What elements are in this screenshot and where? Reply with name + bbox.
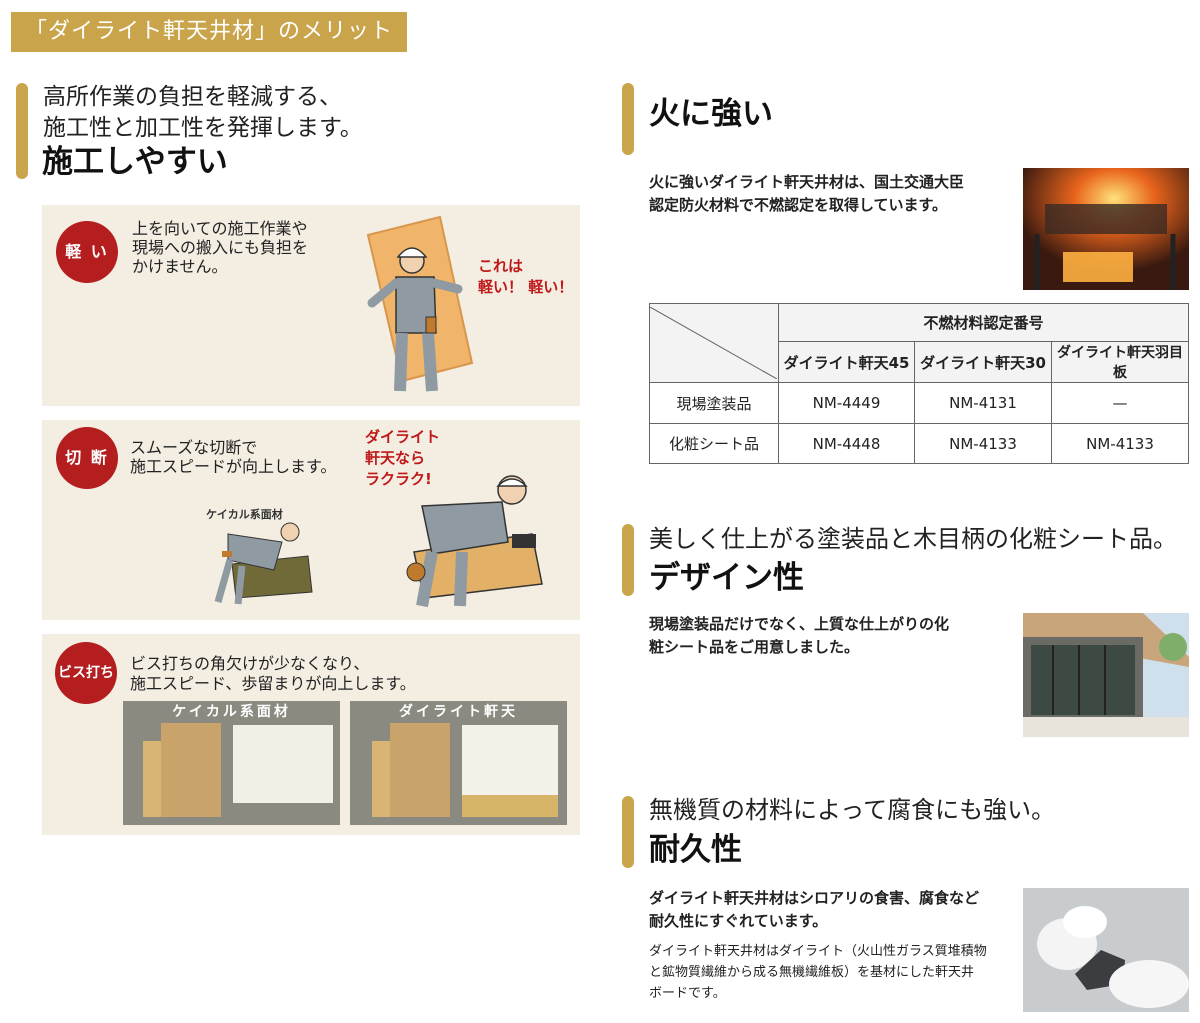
panel-cutting-callout-2: 軒天なら: [365, 449, 426, 467]
design-text-1: 現場塗装品だけでなく、上質な仕上がりの化: [649, 615, 950, 633]
table-row-label: 現場塗装品: [649, 382, 779, 424]
design-text-2: 粧シート品をご用意しました。: [649, 638, 860, 656]
fire-test-photo: [1023, 168, 1189, 290]
panel-light-text-2: 現場への搬入にも負担を: [132, 238, 309, 257]
worker-cutting-large-illustration: [406, 475, 543, 608]
table-corner-cell: [649, 303, 779, 383]
section-marker-workability: [16, 83, 28, 179]
wood-stud: [372, 741, 390, 817]
durability-text-1: ダイライト軒天井材はシロアリの食害、腐食など: [649, 889, 980, 907]
table-group-header: 不燃材料認定番号: [778, 303, 1189, 342]
dailite-board-face: [462, 725, 558, 795]
wood-stud: [143, 741, 161, 817]
photo-calcium-board: ケイカル系面材: [123, 701, 340, 825]
table-cell: NM-4449: [778, 382, 915, 424]
table-cell: NM-4133: [914, 423, 1052, 464]
table-col-header: ダイライト軒天45: [778, 341, 915, 383]
section-marker-durability: [622, 796, 634, 868]
worker-carrying-board-illustration: [366, 215, 474, 392]
durability-heading: 耐久性: [649, 832, 742, 868]
panel-cutting-text-1: スムーズな切断で: [130, 438, 258, 457]
workability-heading: 施工しやすい: [42, 144, 228, 180]
workability-lead-2: 施工性と加工性を発揮します。: [43, 115, 363, 141]
panel-light-text-1: 上を向いての施工作業や: [132, 219, 308, 238]
panel-light-callout-1: これは: [478, 257, 524, 275]
worker-cutting-small-illustration: [214, 522, 313, 605]
fire-heading: 火に強い: [649, 96, 773, 132]
table-cell: NM-4131: [914, 382, 1052, 424]
panel-screwing-text-2: 施工スピード、歩留まりが向上します。: [130, 674, 416, 693]
durability-lead: 無機質の材料によって腐食にも強い。: [649, 796, 1056, 824]
panel-cutting: 切 断 スムーズな切断で 施工スピードが向上します。 ダイライト 軒天なら ラク…: [42, 420, 580, 620]
calcium-board-face: [233, 725, 333, 803]
table-row: 現場塗装品 NM-4449 NM-4131 —: [649, 382, 1189, 424]
table-row: 化粧シート品 NM-4448 NM-4133 NM-4133: [649, 423, 1189, 464]
table-row-label: 化粧シート品: [649, 423, 779, 464]
design-lead: 美しく仕上がる塗装品と木目柄の化粧シート品。: [649, 525, 1177, 553]
fire-text-2: 認定防火材料で不燃認定を取得しています。: [649, 196, 948, 214]
house-eaves-photo: [1023, 613, 1189, 737]
badge-cutting: 切 断: [56, 427, 118, 489]
workability-lead-1: 高所作業の負担を軽減する、: [43, 84, 342, 110]
fire-text-1: 火に強いダイライト軒天井材は、国土交通大臣: [649, 173, 965, 191]
photo-dailite-board-label: ダイライト軒天: [399, 704, 518, 720]
durability-note-2: と鉱物質繊維から成る無機繊維板）を基材にした軒天井: [649, 965, 975, 980]
table-col-header: ダイライト軒天30: [914, 341, 1052, 383]
panel-cutting-tag: ケイカル系面材: [206, 508, 283, 521]
durability-note-1: ダイライト軒天井材はダイライト（火山性ガラス質堆積物: [649, 944, 987, 959]
badge-screwing: ビス打ち: [55, 642, 117, 704]
badge-light: 軽 い: [56, 221, 118, 283]
dailite-board-edge: [390, 723, 450, 817]
panel-light-callout-2: 軽い！ 軽い！: [478, 278, 574, 296]
table-cell: NM-4133: [1051, 423, 1189, 464]
panel-cutting-text-2: 施工スピードが向上します。: [130, 457, 337, 476]
page-banner: 「ダイライト軒天井材」のメリット: [11, 12, 407, 52]
section-marker-fire: [622, 83, 634, 155]
panel-light-text-3: かけません。: [132, 257, 228, 276]
nonflammable-certification-table: 不燃材料認定番号 ダイライト軒天45 ダイライト軒天30 ダイライト軒天羽目板 …: [649, 303, 1189, 464]
panel-light: 軽 い 上を向いての施工作業や 現場への搬入にも負担を かけません。 これは 軽…: [42, 205, 580, 406]
dailite-board-bottom: [462, 795, 558, 817]
table-cell: —: [1051, 382, 1189, 424]
panel-cutting-callout-1: ダイライト: [365, 428, 441, 446]
panel-cutting-callout-3: ラクラク!: [365, 470, 432, 488]
durability-note-3: ボードです。: [649, 986, 726, 1001]
photo-calcium-board-label: ケイカル系面材: [172, 704, 291, 720]
durability-text-2: 耐久性にすぐれています。: [649, 912, 828, 930]
mineral-materials-photo: [1023, 888, 1189, 1012]
section-marker-design: [622, 524, 634, 596]
table-cell: NM-4448: [778, 423, 915, 464]
table-col-header: ダイライト軒天羽目板: [1051, 341, 1189, 383]
design-heading: デザイン性: [649, 560, 804, 596]
photo-dailite-board: ダイライト軒天: [350, 701, 567, 825]
table-corner-diagonal: [650, 307, 777, 379]
calcium-board-edge: [161, 723, 221, 817]
panel-screwing-text-1: ビス打ちの角欠けが少なくなり、: [130, 654, 370, 673]
